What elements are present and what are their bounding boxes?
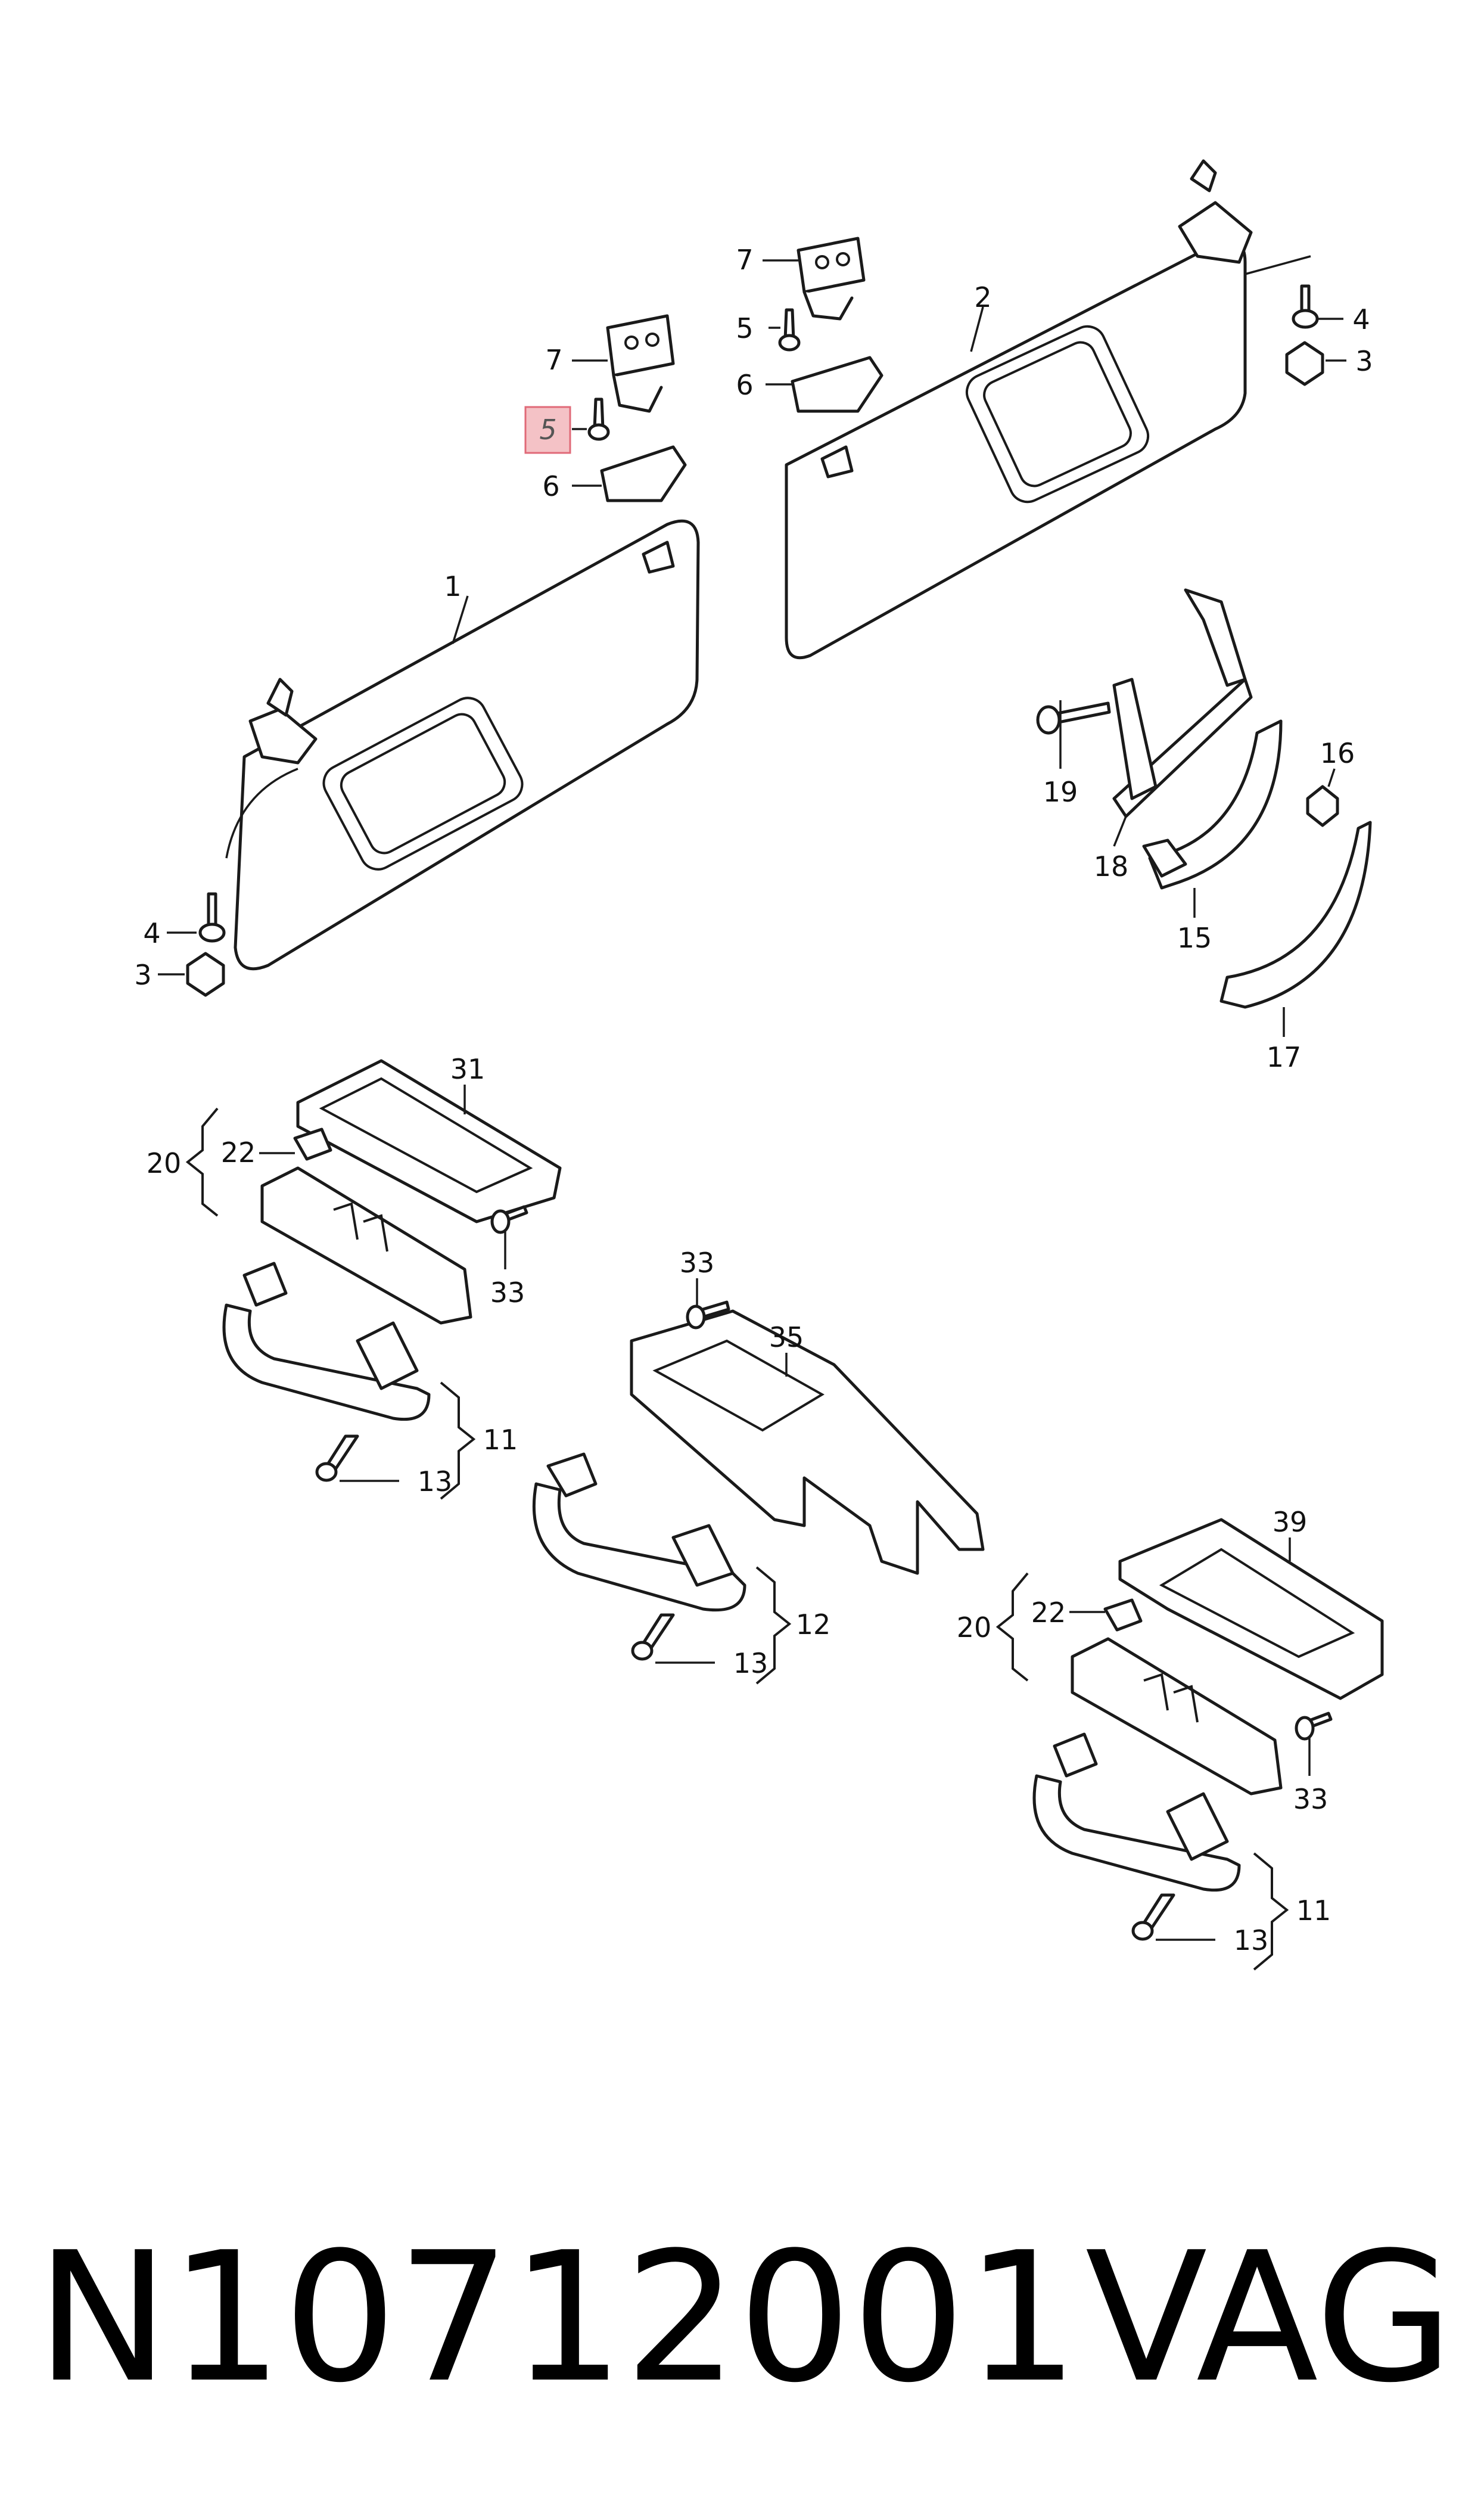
callout-4-right: 4 [1352,303,1370,336]
mounting-plate-35 [630,1309,985,1575]
grab-handle-11-right [1032,1732,1241,1892]
parts-diagram: 1 2 7 5 6 7 5 6 4 3 4 3 16 19 18 15 17 3… [134,159,1384,1971]
leader-lines [158,259,1346,1941]
screw-13-center [631,1613,675,1661]
screw-33-left [490,1205,528,1234]
callout-3-left: 3 [134,959,151,991]
callout-13-right: 13 [1234,1924,1269,1956]
callout-18: 18 [1094,850,1129,883]
grab-handle-12 [532,1452,746,1612]
visor-clip-left [606,314,675,413]
callout-6-left: 6 [542,470,559,502]
callout-1: 1 [444,570,461,602]
callout-11-left: 11 [483,1424,518,1456]
trim-cover-17 [1219,821,1372,1009]
visor-screw-5-left [587,397,610,441]
screw-33-center [686,1300,730,1330]
callout-labels: 1 2 7 5 6 7 5 6 4 3 4 3 16 19 18 15 17 3… [134,244,1373,1956]
callout-3-right: 3 [1355,345,1373,377]
visor-nut-3-left [186,952,225,997]
caption-bar: N10712001 VAG [36,2199,1454,2437]
screw-13-right [1131,1893,1175,1941]
callout-17: 17 [1267,1041,1302,1073]
callout-2: 2 [974,281,991,313]
callout-22-right: 22 [1031,1596,1066,1629]
callout-7-right: 7 [736,244,753,276]
callout-31: 31 [450,1053,486,1085]
mounting-plate-39 [1118,1518,1384,1700]
callout-13-center: 13 [733,1647,769,1679]
visor-screw-4-left [198,892,226,943]
bracket-20-right [1071,1637,1283,1796]
braces [185,1107,1289,1971]
callout-16: 16 [1320,737,1355,769]
bolt-19 [1036,701,1111,735]
grab-handle-11-left [222,1262,431,1421]
callout-6-right: 6 [736,369,753,401]
callout-19: 19 [1043,776,1078,808]
mounting-plate-31 [296,1059,562,1223]
callout-33-center: 33 [680,1247,715,1279]
callout-33-left: 33 [490,1276,525,1309]
visor-cover-6-left [600,445,687,502]
visor-screw-4-right [1292,284,1319,329]
callout-5-right: 5 [736,312,753,344]
clip-22-left [293,1128,332,1161]
nut-16 [1306,785,1339,827]
callout-33-right: 33 [1293,1783,1329,1815]
handle-bracket-18 [1112,588,1253,818]
callout-15: 15 [1177,922,1212,954]
visor-cover-6-right [791,356,883,413]
callout-20-left: 20 [147,1147,182,1179]
callout-20-right: 20 [957,1611,992,1644]
brand-name: VAG [1085,2214,1454,2422]
part-number: N10712001 [36,2214,1079,2422]
screw-33-right [1295,1712,1333,1741]
highlighted-callout-box [524,406,571,454]
grab-handle-15 [1142,719,1283,890]
callout-11-right: 11 [1296,1894,1331,1927]
callout-22-left: 22 [221,1136,256,1169]
sun-visor-right [785,159,1311,660]
callout-5-left: 5 [539,414,556,446]
callout-7-left: 7 [545,344,562,376]
visor-screw-5-right [778,308,801,352]
sun-visor-left [225,519,700,971]
callout-13-left: 13 [418,1465,453,1498]
visor-clip-right [797,237,866,321]
callout-12: 12 [796,1608,831,1641]
callout-35: 35 [769,1321,804,1353]
callout-39: 39 [1273,1506,1308,1538]
screw-13-left [315,1434,359,1482]
bracket-20-left [260,1166,472,1325]
callout-4-left: 4 [143,917,160,949]
visor-nut-3-right [1285,341,1324,386]
clip-22-right [1103,1598,1143,1632]
